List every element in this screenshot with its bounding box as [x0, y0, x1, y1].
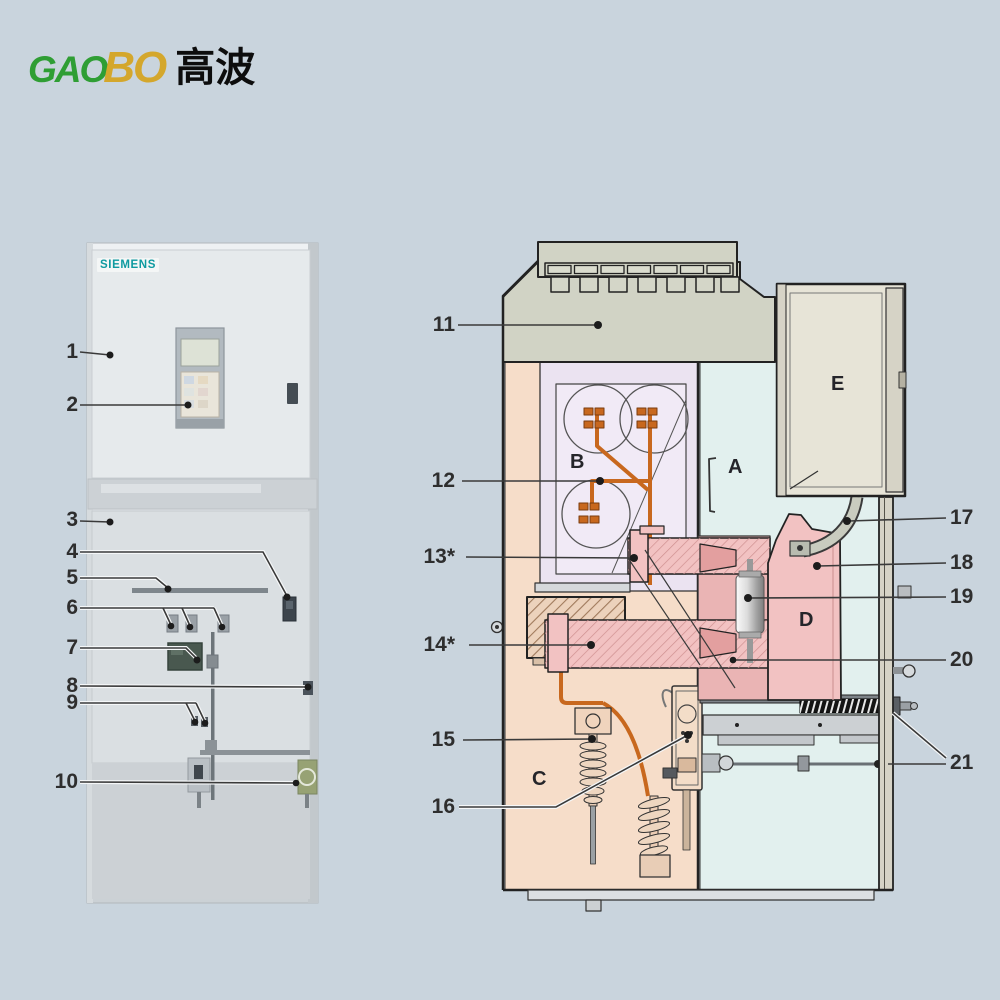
right-wall: [878, 496, 894, 891]
busbar-tubes: [561, 384, 689, 549]
key-switch: [287, 383, 298, 404]
operating-insert: [297, 759, 318, 808]
callout-1: 1: [66, 340, 78, 363]
gaobo-logo: GAO BO 高波: [28, 43, 256, 92]
logo-cjk: 高波: [175, 46, 256, 90]
vacuum-interrupter: [735, 559, 765, 663]
callout-15: 15: [431, 728, 455, 751]
callout-17: 17: [950, 506, 974, 529]
compartment-c-label: C: [532, 768, 547, 790]
push-rod: [701, 753, 888, 773]
callout-12: 12: [431, 469, 455, 492]
callout-6: 6: [66, 596, 78, 619]
callout-19: 19: [950, 585, 974, 608]
compartment-a-label: A: [728, 456, 743, 478]
racking-spindle: [799, 696, 918, 716]
upper-bushing-arm: [627, 525, 771, 583]
callout-8: 8: [66, 674, 78, 697]
callout-10: 10: [54, 770, 78, 793]
siemens-logo: SIEMENS: [97, 258, 159, 272]
callout-14: 14*: [423, 633, 455, 656]
callout-16: 16: [431, 795, 455, 818]
cross-section-diagram: [490, 241, 918, 912]
terminal-strip: [537, 241, 740, 293]
callout-3: 3: [66, 508, 78, 531]
drive-shaft: [211, 632, 215, 800]
lv-compartment: [775, 282, 907, 498]
cable-sealing-end: [574, 707, 612, 865]
compartment-d-label: D: [799, 609, 814, 631]
breaker-housing: [767, 513, 842, 701]
callout-7: 7: [66, 636, 78, 659]
busbar-bolts: [578, 407, 658, 524]
compartment-e-label: E: [831, 373, 845, 395]
callout-18: 18: [950, 551, 974, 574]
interlock-rail: [132, 588, 268, 593]
callout-9: 9: [66, 691, 78, 714]
callout-21: 21: [950, 751, 974, 774]
logo-latin-green: GAO: [28, 49, 108, 90]
protection-relay-panel: [175, 327, 225, 429]
cable-duct: [789, 495, 864, 558]
compartment-b-label: B: [570, 451, 585, 473]
callout-13: 13*: [423, 545, 455, 568]
callout-5: 5: [66, 566, 78, 589]
logo-latin-gold: BO: [103, 43, 167, 92]
callout-11: 11: [432, 313, 455, 336]
lower-rail: [200, 750, 310, 755]
surge-arrester: [637, 795, 671, 878]
leader-lines: [79, 321, 948, 809]
callout-20: 20: [950, 648, 974, 671]
callout-2: 2: [66, 393, 78, 416]
a-bracket: [708, 457, 717, 513]
cabinet-photo: [86, 242, 319, 904]
callout-4: 4: [66, 540, 78, 563]
